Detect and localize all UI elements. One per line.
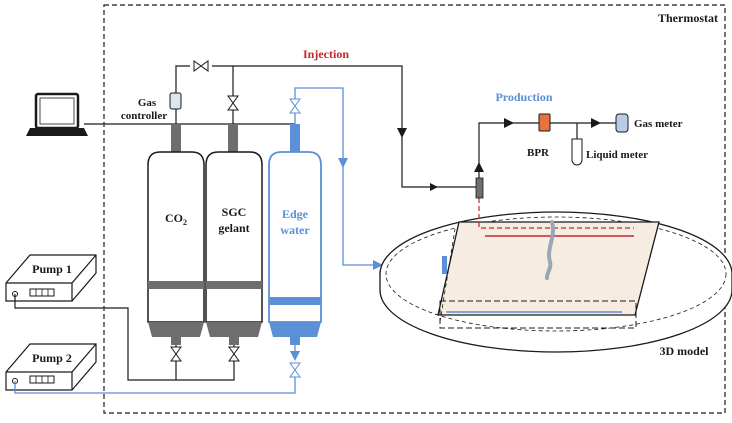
co2-label: CO2 xyxy=(165,211,187,227)
gas-controller-label-line1: Gas xyxy=(138,97,157,109)
pump-2 xyxy=(5,343,97,391)
sgc-label-line2: gelant xyxy=(218,221,249,235)
production-arrow-up xyxy=(474,162,484,172)
gas-meter-icon xyxy=(615,113,629,133)
gas-controller-label-line2: controller xyxy=(121,110,167,122)
valve-icon-co2-bottom xyxy=(170,346,182,362)
pump-1-line xyxy=(14,294,235,381)
injection-label: Injection xyxy=(303,47,349,61)
pump-2-line xyxy=(14,377,296,394)
pump-2-label: Pump 2 xyxy=(32,351,72,365)
gas-controller-icon xyxy=(169,92,182,110)
injection-port xyxy=(475,177,484,199)
edge-water-arrow-down xyxy=(338,158,348,168)
valve-icon-top xyxy=(193,60,209,72)
co2-cylinder xyxy=(147,124,205,345)
injection-arrow xyxy=(397,128,407,138)
edge-water-arrow-up xyxy=(290,351,300,361)
pump-1-label: Pump 1 xyxy=(32,262,72,276)
edge-water-label-line1: Edge xyxy=(282,207,309,221)
bpr-label: BPR xyxy=(527,147,550,159)
injection-manifold xyxy=(175,65,476,191)
valve-icon-edge-bottom xyxy=(289,362,301,378)
production-label: Production xyxy=(495,90,552,104)
production-line xyxy=(478,122,616,178)
liquid-meter-label: Liquid meter xyxy=(586,149,648,161)
liquid-meter-icon xyxy=(571,138,583,166)
thermostat-label: Thermostat xyxy=(658,11,718,25)
valve-icon-sgc-bottom xyxy=(228,346,240,362)
production-arrow-right-2 xyxy=(591,118,601,128)
edge-water-label-line2: water xyxy=(280,223,310,237)
edge-water-cylinder xyxy=(268,124,322,345)
sgc-gelant-cylinder xyxy=(205,124,263,345)
valve-icon-sgc-top xyxy=(227,95,239,111)
laptop-icon xyxy=(26,92,88,136)
model-3d-label: 3D model xyxy=(660,344,710,358)
gas-meter-label: Gas meter xyxy=(634,118,683,130)
thermostat-boundary xyxy=(103,4,726,414)
model-3d xyxy=(379,198,732,353)
bpr-icon xyxy=(538,113,551,132)
edge-water-arrow-right xyxy=(373,260,383,270)
valve-icon-edge-top xyxy=(289,98,301,114)
sgc-label-line1: SGC xyxy=(222,205,247,219)
production-arrow-right xyxy=(504,118,514,128)
